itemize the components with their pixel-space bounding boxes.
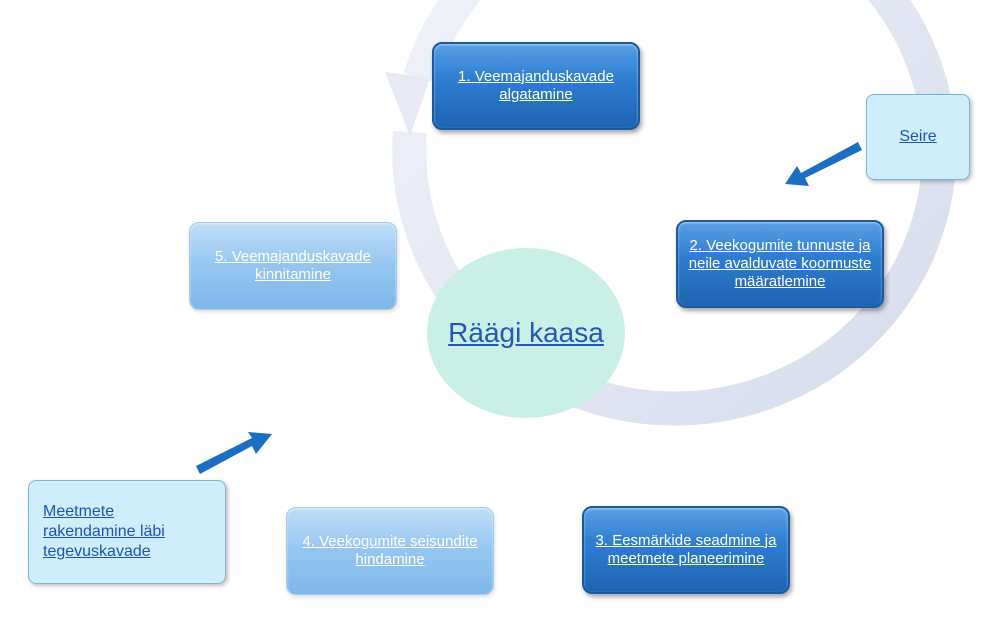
seire-box[interactable]: Seire (866, 94, 970, 180)
step-4-link[interactable]: 4. Veekogumite seisundite hindamine (302, 533, 478, 568)
step-2-link[interactable]: 2. Veekogumite tunnuste ja neile avalduv… (688, 237, 872, 290)
seire-link[interactable]: Seire (899, 128, 937, 145)
step-1-link[interactable]: 1. Veemajanduskavade algatamine (458, 68, 614, 103)
step-2-box[interactable]: 2. Veekogumite tunnuste ja neile avalduv… (676, 220, 884, 308)
step-3-link[interactable]: 3. Eesmärkide seadmine ja meetmete plane… (595, 532, 777, 567)
seire-pointer-arrow (785, 142, 862, 186)
step-4-box[interactable]: 4. Veekogumite seisundite hindamine (286, 507, 494, 595)
step-3-box[interactable]: 3. Eesmärkide seadmine ja meetmete plane… (582, 506, 790, 594)
meetmed-pointer-arrow (196, 432, 272, 474)
meetmed-box[interactable]: Meetmete rakendamine läbi tegevuskavade (28, 480, 226, 584)
step-5-link[interactable]: 5. Veemajanduskavade kinnitamine (215, 248, 371, 283)
raagi-kaasa-link[interactable]: Räägi kaasa (448, 317, 604, 348)
step-5-box[interactable]: 5. Veemajanduskavade kinnitamine (189, 222, 397, 310)
cycle-ring-arrowhead (385, 72, 430, 136)
meetmed-link[interactable]: Meetmete rakendamine läbi tegevuskavade (43, 503, 165, 560)
step-1-box[interactable]: 1. Veemajanduskavade algatamine (432, 42, 640, 130)
center-circle: Räägi kaasa (427, 248, 625, 418)
